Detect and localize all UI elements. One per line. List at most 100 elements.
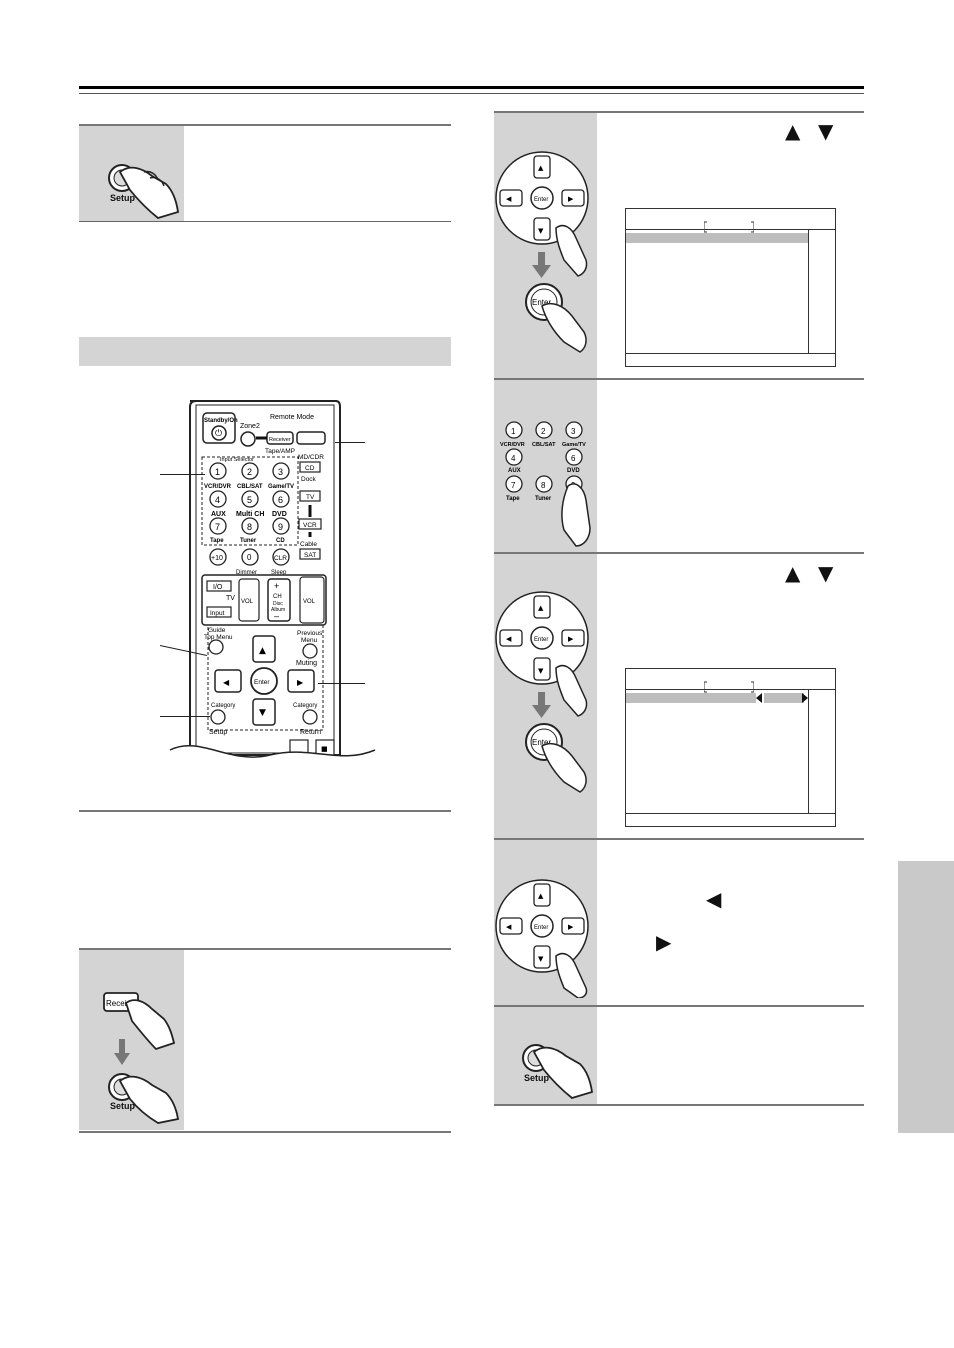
- keypad-label-4: AUX: [508, 468, 521, 474]
- number-keypad-illustration: 1 2 3 VCR/DVR CBL/SAT Game/TV 4 6 AUX DV…: [500, 421, 591, 547]
- onscreen-menu-2-header: [626, 669, 835, 690]
- remote-muting-label: Muting: [296, 660, 317, 667]
- receiver-then-setup-illustration: Receiver Setup: [103, 992, 180, 1124]
- svg-text:◀: ◀: [506, 923, 512, 931]
- remote-sat-button: SAT: [304, 552, 316, 559]
- remote-return-label: Return: [300, 729, 321, 736]
- svg-text:◀: ◀: [223, 678, 230, 687]
- svg-text:1: 1: [511, 427, 516, 436]
- remote-category-left: Category: [211, 703, 235, 709]
- svg-text:7: 7: [511, 481, 516, 490]
- remote-top-menu-label: Top Menu: [204, 634, 233, 641]
- svg-text:▲: ▲: [538, 164, 544, 172]
- dpad-enter-caption-1: Enter: [534, 197, 548, 203]
- remote-key8-label: Tuner: [240, 538, 257, 544]
- remote-tape-amp-label: Tape/AMP: [265, 448, 295, 455]
- svg-text:▲: ▲: [538, 604, 544, 612]
- onscreen-menu-2-highlight: [626, 693, 756, 703]
- remote-mdcdr-label: MD/CDR: [298, 454, 324, 461]
- remote-previous-label: Previous: [297, 630, 323, 637]
- remote-tv-button: TV: [306, 494, 315, 501]
- svg-text:4: 4: [511, 454, 516, 463]
- remote-menu-label: Menu: [301, 637, 318, 644]
- down-triangle-icon: ▼: [818, 119, 834, 143]
- svg-text:7: 7: [215, 522, 220, 532]
- svg-text:▶: ▶: [568, 635, 574, 643]
- step-top-rule: [79, 124, 451, 126]
- dpad-then-enter-illustration-2: ▲ ▼ ◀ ▶ Enter Enter: [495, 591, 589, 793]
- section-side-tab: [898, 861, 954, 1133]
- svg-text:◀: ◀: [506, 635, 512, 643]
- svg-text:8: 8: [247, 522, 252, 532]
- svg-text:▲: ▲: [259, 646, 266, 656]
- remote-vol: VOL: [303, 599, 316, 605]
- dpad-enter-caption-3: Enter: [534, 925, 548, 931]
- remote-zero: 0: [247, 553, 252, 562]
- callout-right-arrow: [318, 683, 365, 684]
- onscreen-menu-1-header: [626, 209, 835, 230]
- remote-input-selector-label: Input Selector: [220, 457, 254, 463]
- svg-text:2: 2: [541, 427, 546, 436]
- remote-sleep-label: Sleep: [271, 570, 287, 576]
- callout-receiver: [335, 442, 365, 443]
- setup-button-press-illustration-2: Setup: [522, 1044, 594, 1099]
- svg-text:⏻: ⏻: [215, 428, 222, 439]
- callout-setup: [160, 716, 210, 717]
- remote-cd-button: CD: [305, 465, 315, 472]
- remote-key9-label: CD: [276, 538, 285, 544]
- left-triangle-icon: ◀: [706, 887, 722, 911]
- svg-text:▲: ▲: [538, 892, 544, 900]
- section-rule: [79, 810, 451, 812]
- dpad-then-enter-illustration-1: ▲ ▼ ◀ ▶ Enter Enter: [495, 151, 589, 353]
- right-top-rule: [494, 111, 864, 113]
- svg-text:3: 3: [278, 467, 283, 477]
- enter-caption-1: Enter: [532, 298, 551, 307]
- step2-bottom-rule: [79, 1131, 451, 1133]
- keypad-label-3: Game/TV: [562, 442, 586, 448]
- keypad-label-1: VCR/DVR: [500, 442, 525, 448]
- right-step1-rule: [494, 378, 864, 380]
- onscreen-menu-2-value-highlight: [764, 693, 804, 703]
- right-step3-rule: [494, 838, 864, 840]
- remote-standby-label: Standby/On: [204, 418, 238, 424]
- remote-category-right: Category: [293, 703, 317, 709]
- down-triangle-icon-2: ▼: [818, 561, 834, 585]
- onscreen-menu-1: [625, 208, 836, 367]
- svg-text:6: 6: [571, 454, 576, 463]
- up-triangle-icon-2: ▲: [785, 561, 801, 585]
- svg-text:▶: ▶: [297, 678, 304, 687]
- onscreen-menu-1-highlight: [626, 233, 808, 243]
- remote-mode-label: Remote Mode: [270, 414, 314, 421]
- receiver-button-caption: Receiver: [106, 999, 138, 1008]
- svg-text:–: –: [274, 611, 279, 621]
- remote-tv-vol: VOL: [241, 599, 254, 605]
- remote-key2-label: CBL/SAT: [237, 484, 263, 490]
- setup-button-press-illustration: Setup: [108, 164, 180, 219]
- remote-key3-label: Game/TV: [268, 484, 294, 490]
- remote-input-button: Input: [210, 610, 225, 617]
- setup-caption-3: Setup: [524, 1073, 550, 1083]
- svg-text:2: 2: [247, 467, 252, 477]
- right-bottom-rule: [494, 1104, 864, 1106]
- right-step4-rule: [494, 1005, 864, 1007]
- remote-plus10: +10: [211, 555, 223, 562]
- remote-ch-label: CH: [273, 594, 282, 600]
- onscreen-menu-2-divider: [808, 689, 809, 814]
- svg-text:▼: ▼: [538, 955, 544, 963]
- svg-text:4: 4: [215, 495, 220, 505]
- remote-album-label: Album: [271, 607, 285, 613]
- dpad-left-right-illustration: ▲ ▼ ◀ ▶ Enter: [495, 879, 589, 998]
- svg-text:+: +: [274, 581, 279, 591]
- remote-vcr-button: VCR: [303, 522, 317, 529]
- header-rule: [79, 86, 864, 89]
- svg-text:1: 1: [215, 467, 220, 477]
- remote-key7-label: Tape: [210, 538, 224, 544]
- remote-key6-label: DVD: [272, 511, 287, 518]
- step-bottom-rule: [79, 221, 451, 222]
- remote-disc-label: Disc: [273, 601, 283, 607]
- svg-text:3: 3: [571, 427, 576, 436]
- callout-input-selector: [160, 474, 205, 475]
- svg-text:▶: ▶: [568, 923, 574, 931]
- right-triangle-icon: ▶: [656, 930, 672, 954]
- svg-text:8: 8: [541, 481, 546, 490]
